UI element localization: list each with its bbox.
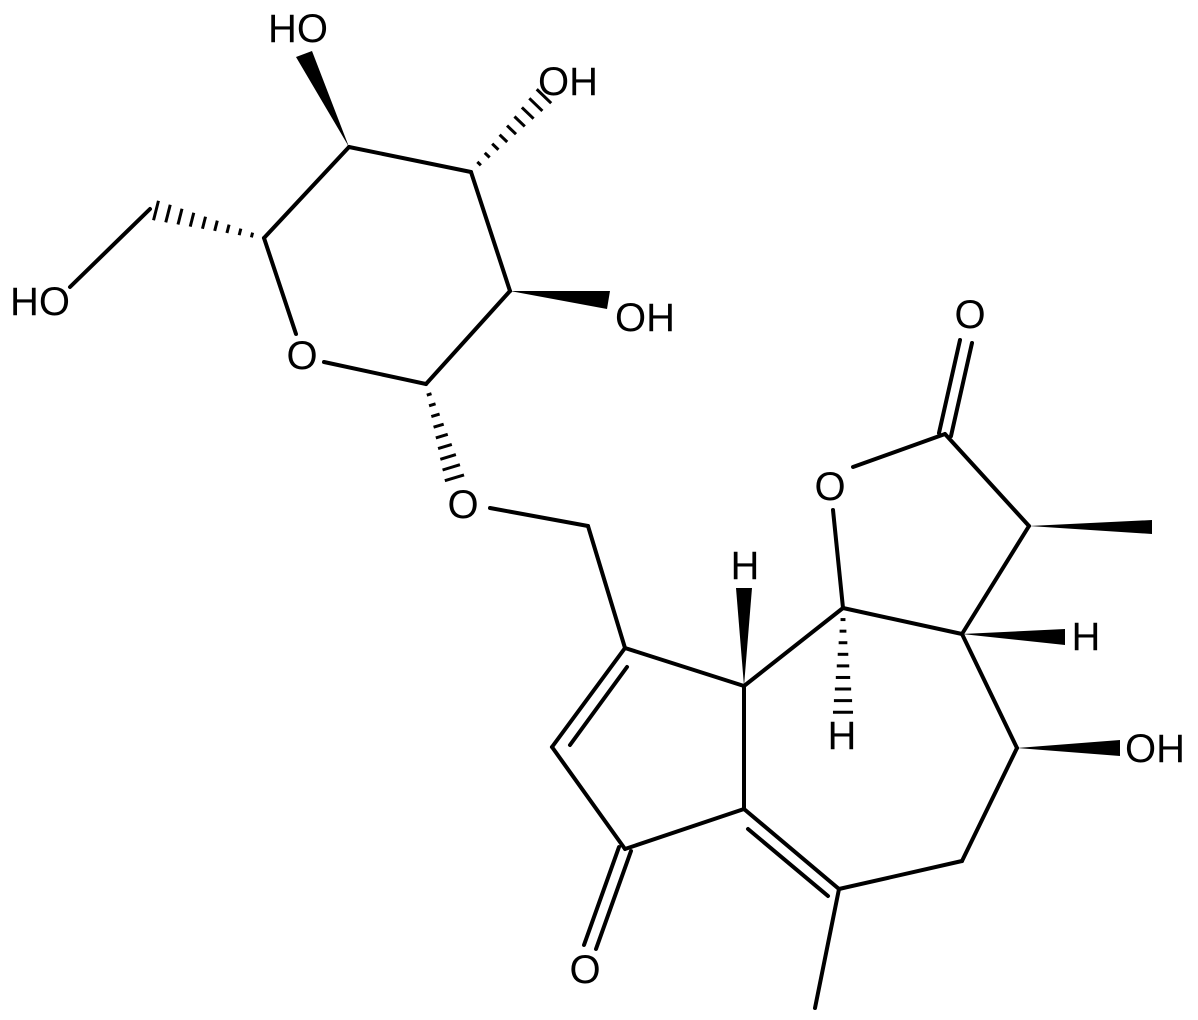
bond-oglyco-ch2 [488,506,590,528]
single-bonds [68,145,1031,1010]
hash-c5-ch2 [152,200,255,238]
hash-stroke [528,97,544,113]
bond-c1a-c6 [742,606,845,688]
bond-ch2-c10 [586,524,627,650]
atom-labels: HO OH OH HO O O O O H H H OH O [10,7,1185,992]
hash-stroke [505,124,518,136]
bond-c4-c3 [347,145,473,174]
hash-stroke [442,463,461,472]
bond-c5-c4 [262,145,351,240]
bond-c12-c11 [943,432,1031,528]
bond-c3k-o-a [582,845,621,947]
hash-stroke [520,106,535,120]
wedge-c8-oh [1017,740,1120,756]
hash-stroke [176,208,184,225]
wedge-c2-oh [510,291,610,309]
bond-c2-c1 [424,289,512,386]
bond-c6-c7 [841,606,964,636]
hash-c3-oh [476,88,553,167]
wedge-c7-h [962,629,1065,645]
bond-c1-oring [322,360,428,386]
hash-stroke [435,432,449,440]
hash-stroke [188,212,196,228]
double-bonds [550,338,974,951]
hash-stroke [249,232,255,238]
hash-stroke [426,392,432,397]
hash-stroke [437,443,453,451]
bond-c12-o-a [937,338,962,435]
label-oh-c3: OH [538,60,598,104]
bond-olac-c12 [851,432,947,469]
hash-stroke [535,88,553,105]
bond-c10-c2e [550,646,627,749]
label-o-glyco: O [447,483,478,527]
hash-stroke [483,151,491,159]
hashed-bonds [152,88,854,714]
bond-c3-c2 [469,170,512,293]
hash-stroke [430,412,441,418]
label-oh-c2: OH [615,296,675,340]
hash-c1-oglyco [426,392,465,483]
label-h-c6: H [828,714,857,758]
label-ho-top: HO [268,7,328,51]
hash-stroke [476,160,482,167]
bond-c10-c2e-inner [568,665,629,747]
hash-c6-h [832,618,854,714]
label-o-ring: O [286,334,317,378]
bond-c3k-o-b [594,849,633,951]
label-h-c7: H [1072,615,1101,659]
hash-stroke [164,204,172,223]
wedge-c4-oh [296,51,349,147]
bond-c3k-c2e [550,745,627,851]
bond-oring-c5 [262,236,298,336]
bond-c10-c1a [623,646,746,688]
hash-stroke [491,142,500,151]
label-o-carbonyl: O [954,293,985,337]
hash-stroke [428,402,436,408]
label-oh-c8: OH [1125,727,1185,771]
hash-stroke [213,220,219,232]
bond-c5a-c3k [623,807,746,851]
bond-c8-c9 [960,746,1019,863]
wedge-bonds [296,51,1152,756]
bond-c4m-me [813,887,841,1010]
hash-stroke [237,228,243,236]
bond-c6-oh [68,207,152,289]
bond-c5a-c4m-inner [746,827,830,898]
hash-stroke [201,216,207,230]
label-ho-ch2: HO [10,280,70,324]
hash-stroke [498,133,509,144]
hash-stroke [152,200,160,221]
hash-stroke [444,473,465,483]
hash-stroke [439,453,457,461]
wedge-c11-me [1029,520,1152,534]
hash-stroke [225,224,231,234]
hash-stroke [433,422,445,429]
bond-c6-olac [831,508,845,610]
label-h-c1a: H [731,544,760,588]
bond-c9-c4m [837,859,964,891]
bond-c7-c8 [960,632,1019,750]
label-o-ketone: O [569,948,600,992]
wedge-c1a-h [736,588,752,686]
bond-c12-o-b [949,341,974,438]
hash-stroke [513,115,526,128]
bond-c5a-c4m [742,807,841,891]
bond-c11-c7 [960,524,1031,636]
label-o-lactone: O [814,465,845,509]
